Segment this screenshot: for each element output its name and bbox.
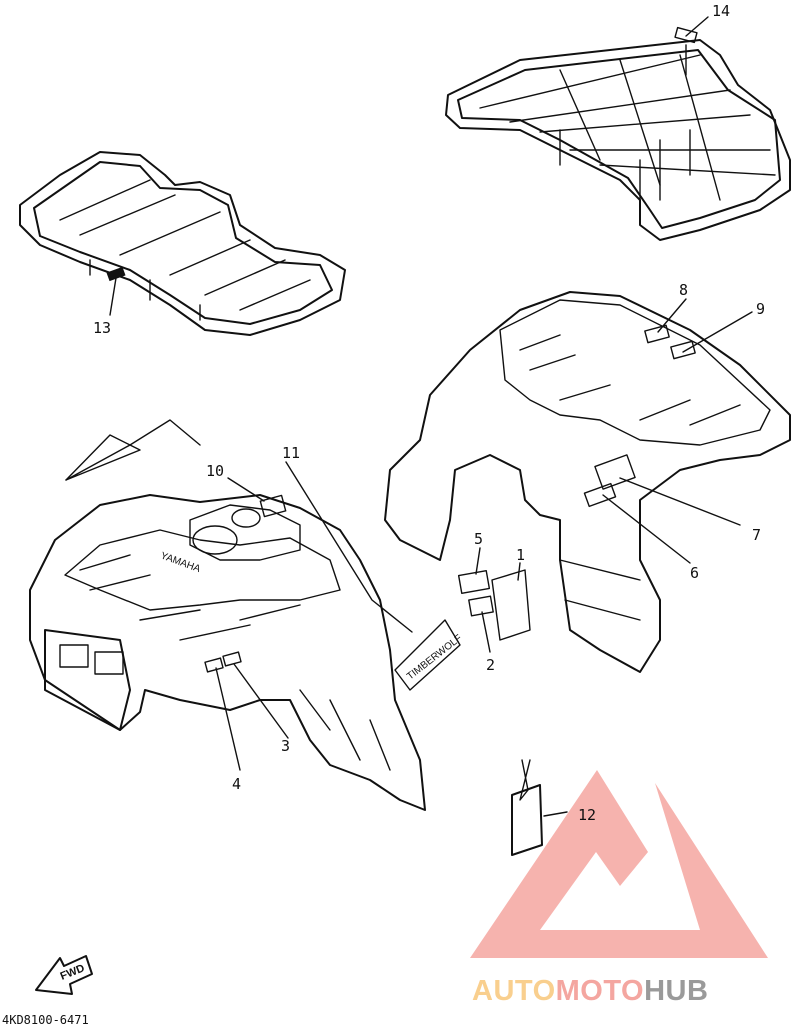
- callout-6: 6: [690, 564, 699, 582]
- front-fender: YAMAHA: [29, 494, 426, 811]
- callout-numbers: 1 2 3 4 5 6 7 8 9 10 11 12 13 14: [93, 2, 765, 824]
- callout-11: 11: [282, 444, 300, 462]
- watermark-word-auto: AUTO: [472, 975, 556, 1007]
- callout-9: 9: [756, 300, 765, 318]
- callout-5: 5: [474, 530, 483, 548]
- watermark-word-moto: MOTO: [556, 975, 644, 1007]
- fwd-arrow: FWD: [35, 955, 93, 995]
- callout-14: 14: [712, 2, 730, 20]
- rear-carrier-rack: [445, 26, 791, 241]
- callout-1: 1: [516, 546, 525, 564]
- svg-text:AUTOMOTOHUB: AUTOMOTOHUB: [472, 975, 708, 1007]
- decal-sheet-flag: TIMBERWOLF: [65, 419, 464, 691]
- fender-brand-text: YAMAHA: [159, 550, 202, 575]
- callout-10: 10: [206, 462, 224, 480]
- watermark-logo: AUTOMOTOHUB: [470, 770, 768, 1007]
- callout-8: 8: [679, 281, 688, 299]
- part-code: 4KD8100-6471: [2, 1013, 89, 1027]
- callout-12: 12: [578, 806, 596, 824]
- callout-4: 4: [232, 775, 241, 793]
- callout-2: 2: [486, 656, 495, 674]
- rear-fender: [384, 291, 791, 673]
- sticker-text: TIMBERWOLF: [405, 633, 464, 683]
- loose-decals: [457, 569, 531, 641]
- callout-7: 7: [752, 526, 761, 544]
- callout-13: 13: [93, 319, 111, 337]
- front-carrier-rack: [19, 151, 346, 336]
- leader-lines: [109, 16, 753, 817]
- watermark-triangle: [470, 770, 768, 958]
- owners-manual-tag: [511, 759, 543, 856]
- callout-3: 3: [281, 737, 290, 755]
- watermark-word-hub: HUB: [644, 975, 708, 1007]
